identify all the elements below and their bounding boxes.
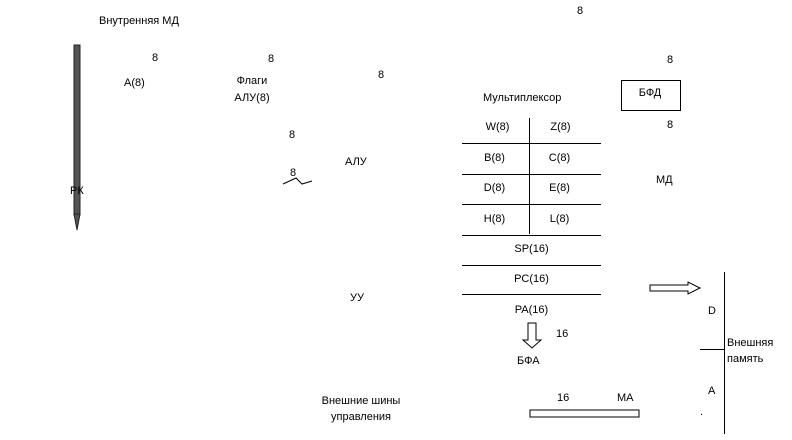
md-label: МД: [656, 174, 673, 186]
bus-width-a: 8: [152, 52, 159, 64]
bus-width-bfd-bottom: 8: [667, 119, 674, 131]
external-control-line2: управления: [331, 411, 391, 423]
bus-width-alu-small: 8: [290, 167, 297, 179]
uu-label: УУ: [350, 292, 364, 304]
external-memory-divider: [700, 349, 724, 350]
flags-label-line1: Флаги: [236, 75, 268, 87]
bus-width-flags: 8: [268, 53, 275, 65]
register-row-line: [462, 143, 601, 144]
external-memory-line1: Внешняя: [727, 337, 774, 349]
bus-d-label: D: [708, 305, 716, 317]
register-sp: SP(16): [514, 243, 549, 255]
register-row-line: [462, 265, 601, 266]
bus-a-label: А: [708, 385, 716, 397]
bfd-box: [621, 80, 681, 111]
register-w: W(8): [485, 121, 510, 133]
register-c: C(8): [548, 152, 571, 164]
external-memory-bus-line: [724, 272, 725, 434]
bus-width-bfa: 16: [556, 328, 569, 340]
bfa-label: БФА: [517, 355, 540, 367]
register-d: D(8): [483, 182, 506, 194]
bus-width-alu-in: 8: [378, 69, 385, 81]
register-a-label: А(8): [124, 77, 145, 89]
register-z: Z(8): [550, 121, 571, 133]
register-e: E(8): [549, 182, 570, 194]
dot-mark: .: [700, 406, 704, 418]
alu-zigzag: [282, 177, 313, 185]
bus-width-ma: 16: [557, 392, 570, 404]
external-memory-line2: память: [727, 353, 764, 365]
register-pa: PA(16): [514, 304, 549, 316]
register-l: L(8): [549, 213, 570, 225]
ma-bar: [529, 409, 640, 418]
register-row-line: [462, 174, 601, 175]
register-row-line: [462, 235, 601, 236]
register-divider: [529, 118, 530, 234]
rk-label: РК: [70, 185, 84, 197]
register-h: H(8): [483, 213, 506, 225]
bus-width-alu-mid: 8: [289, 129, 296, 141]
register-b: B(8): [484, 152, 505, 164]
internal-md-label: Внутренняя МД: [99, 15, 179, 27]
bfa-down-arrow: [521, 322, 543, 349]
internal-bus-bar: [73, 44, 81, 231]
register-row-line: [462, 204, 601, 205]
alu-label: АЛУ: [345, 156, 367, 168]
bfd-label: БФД: [638, 87, 662, 99]
external-memory-arrow: [649, 281, 702, 295]
ma-label: МА: [617, 392, 634, 404]
multiplexer-label: Мультиплексор: [483, 92, 562, 104]
register-pc: PC(16): [514, 273, 549, 285]
external-control-line1: Внешние шины: [321, 395, 401, 407]
bus-width-bfd-top: 8: [667, 54, 674, 66]
register-row-line: [462, 294, 601, 295]
bus-width-top: 8: [577, 5, 584, 17]
flags-label-line2: АЛУ(8): [234, 92, 270, 104]
